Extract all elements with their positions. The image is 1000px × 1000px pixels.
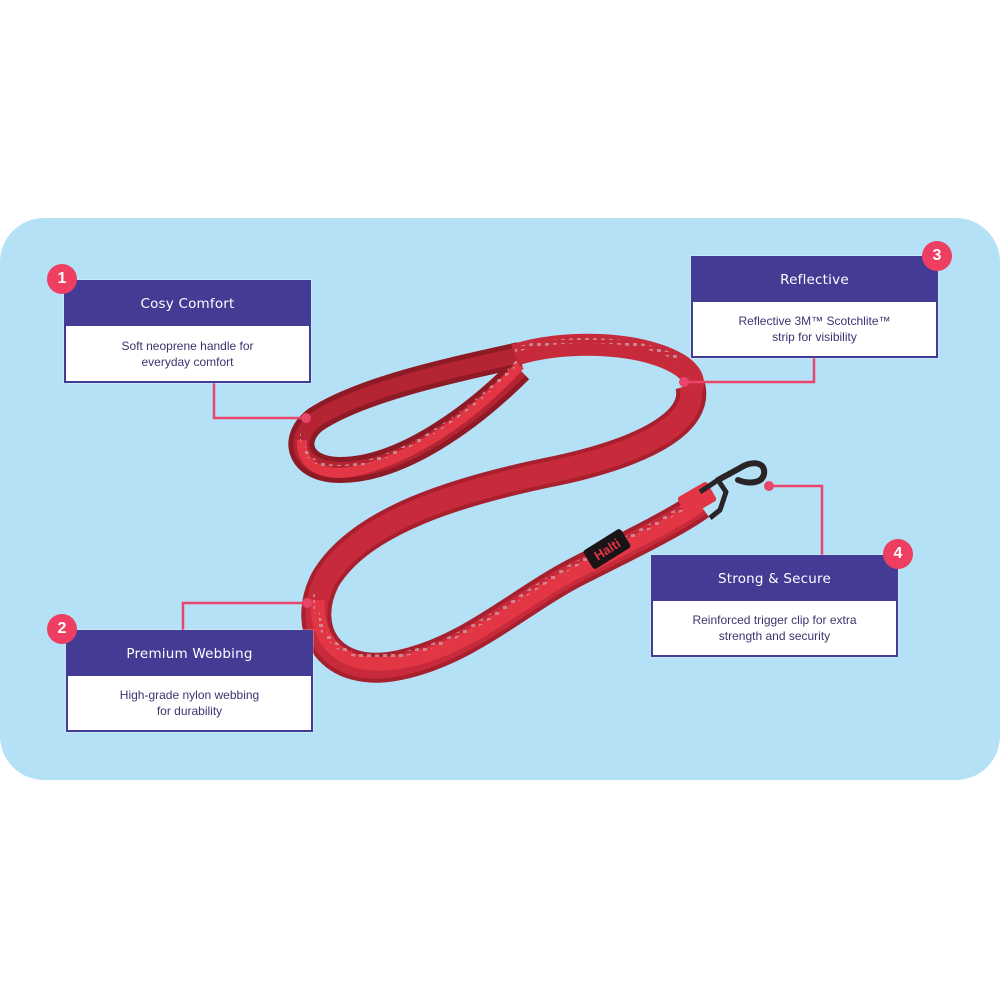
connector-2 — [181, 598, 312, 630]
feature-description-line: Soft neoprene handle for — [121, 338, 254, 353]
feature-title: Cosy Comfort — [66, 282, 309, 326]
feature-title: Strong & Secure — [653, 557, 896, 601]
connector-4 — [764, 481, 824, 555]
feature-description: Soft neoprene handle for everyday comfor… — [66, 326, 309, 381]
feature-description: Reflective 3M™ Scotchlite™ strip for vis… — [693, 302, 936, 356]
trigger-clip — [677, 460, 768, 520]
feature-number-badge: 1 — [47, 264, 77, 294]
feature-number-badge: 2 — [47, 614, 77, 644]
feature-description-line: High-grade nylon webbing — [119, 688, 260, 702]
feature-description: High-grade nylon webbing for durability — [68, 676, 311, 730]
feature-description-line: everyday comfort — [141, 354, 234, 369]
connector-1 — [212, 382, 311, 423]
feature-number-badge: 4 — [883, 539, 913, 569]
feature-description-line: Reflective 3M™ Scotchlite™ — [738, 314, 891, 328]
feature-description-line: strength and security — [718, 629, 831, 643]
feature-title: Premium Webbing — [68, 632, 311, 676]
feature-description-line: strip for visibility — [772, 330, 857, 344]
feature-card-cosy-comfort: Cosy Comfort Soft neoprene handle for ev… — [64, 280, 311, 383]
feature-description: Reinforced trigger clip for extra streng… — [653, 601, 896, 655]
connector-3 — [679, 357, 816, 387]
feature-card-premium-webbing: Premium Webbing High-grade nylon webbing… — [66, 630, 313, 732]
leash-strap-lower — [301, 380, 709, 683]
feature-card-strong-secure: Strong & Secure Reinforced trigger clip … — [651, 555, 898, 657]
feature-description-line: for durability — [156, 704, 223, 718]
feature-title: Reflective — [693, 258, 936, 302]
feature-description-line: Reinforced trigger clip for extra — [692, 613, 857, 627]
feature-card-reflective: Reflective Reflective 3M™ Scotchlite™ st… — [691, 256, 938, 358]
feature-number-badge: 3 — [922, 241, 952, 271]
